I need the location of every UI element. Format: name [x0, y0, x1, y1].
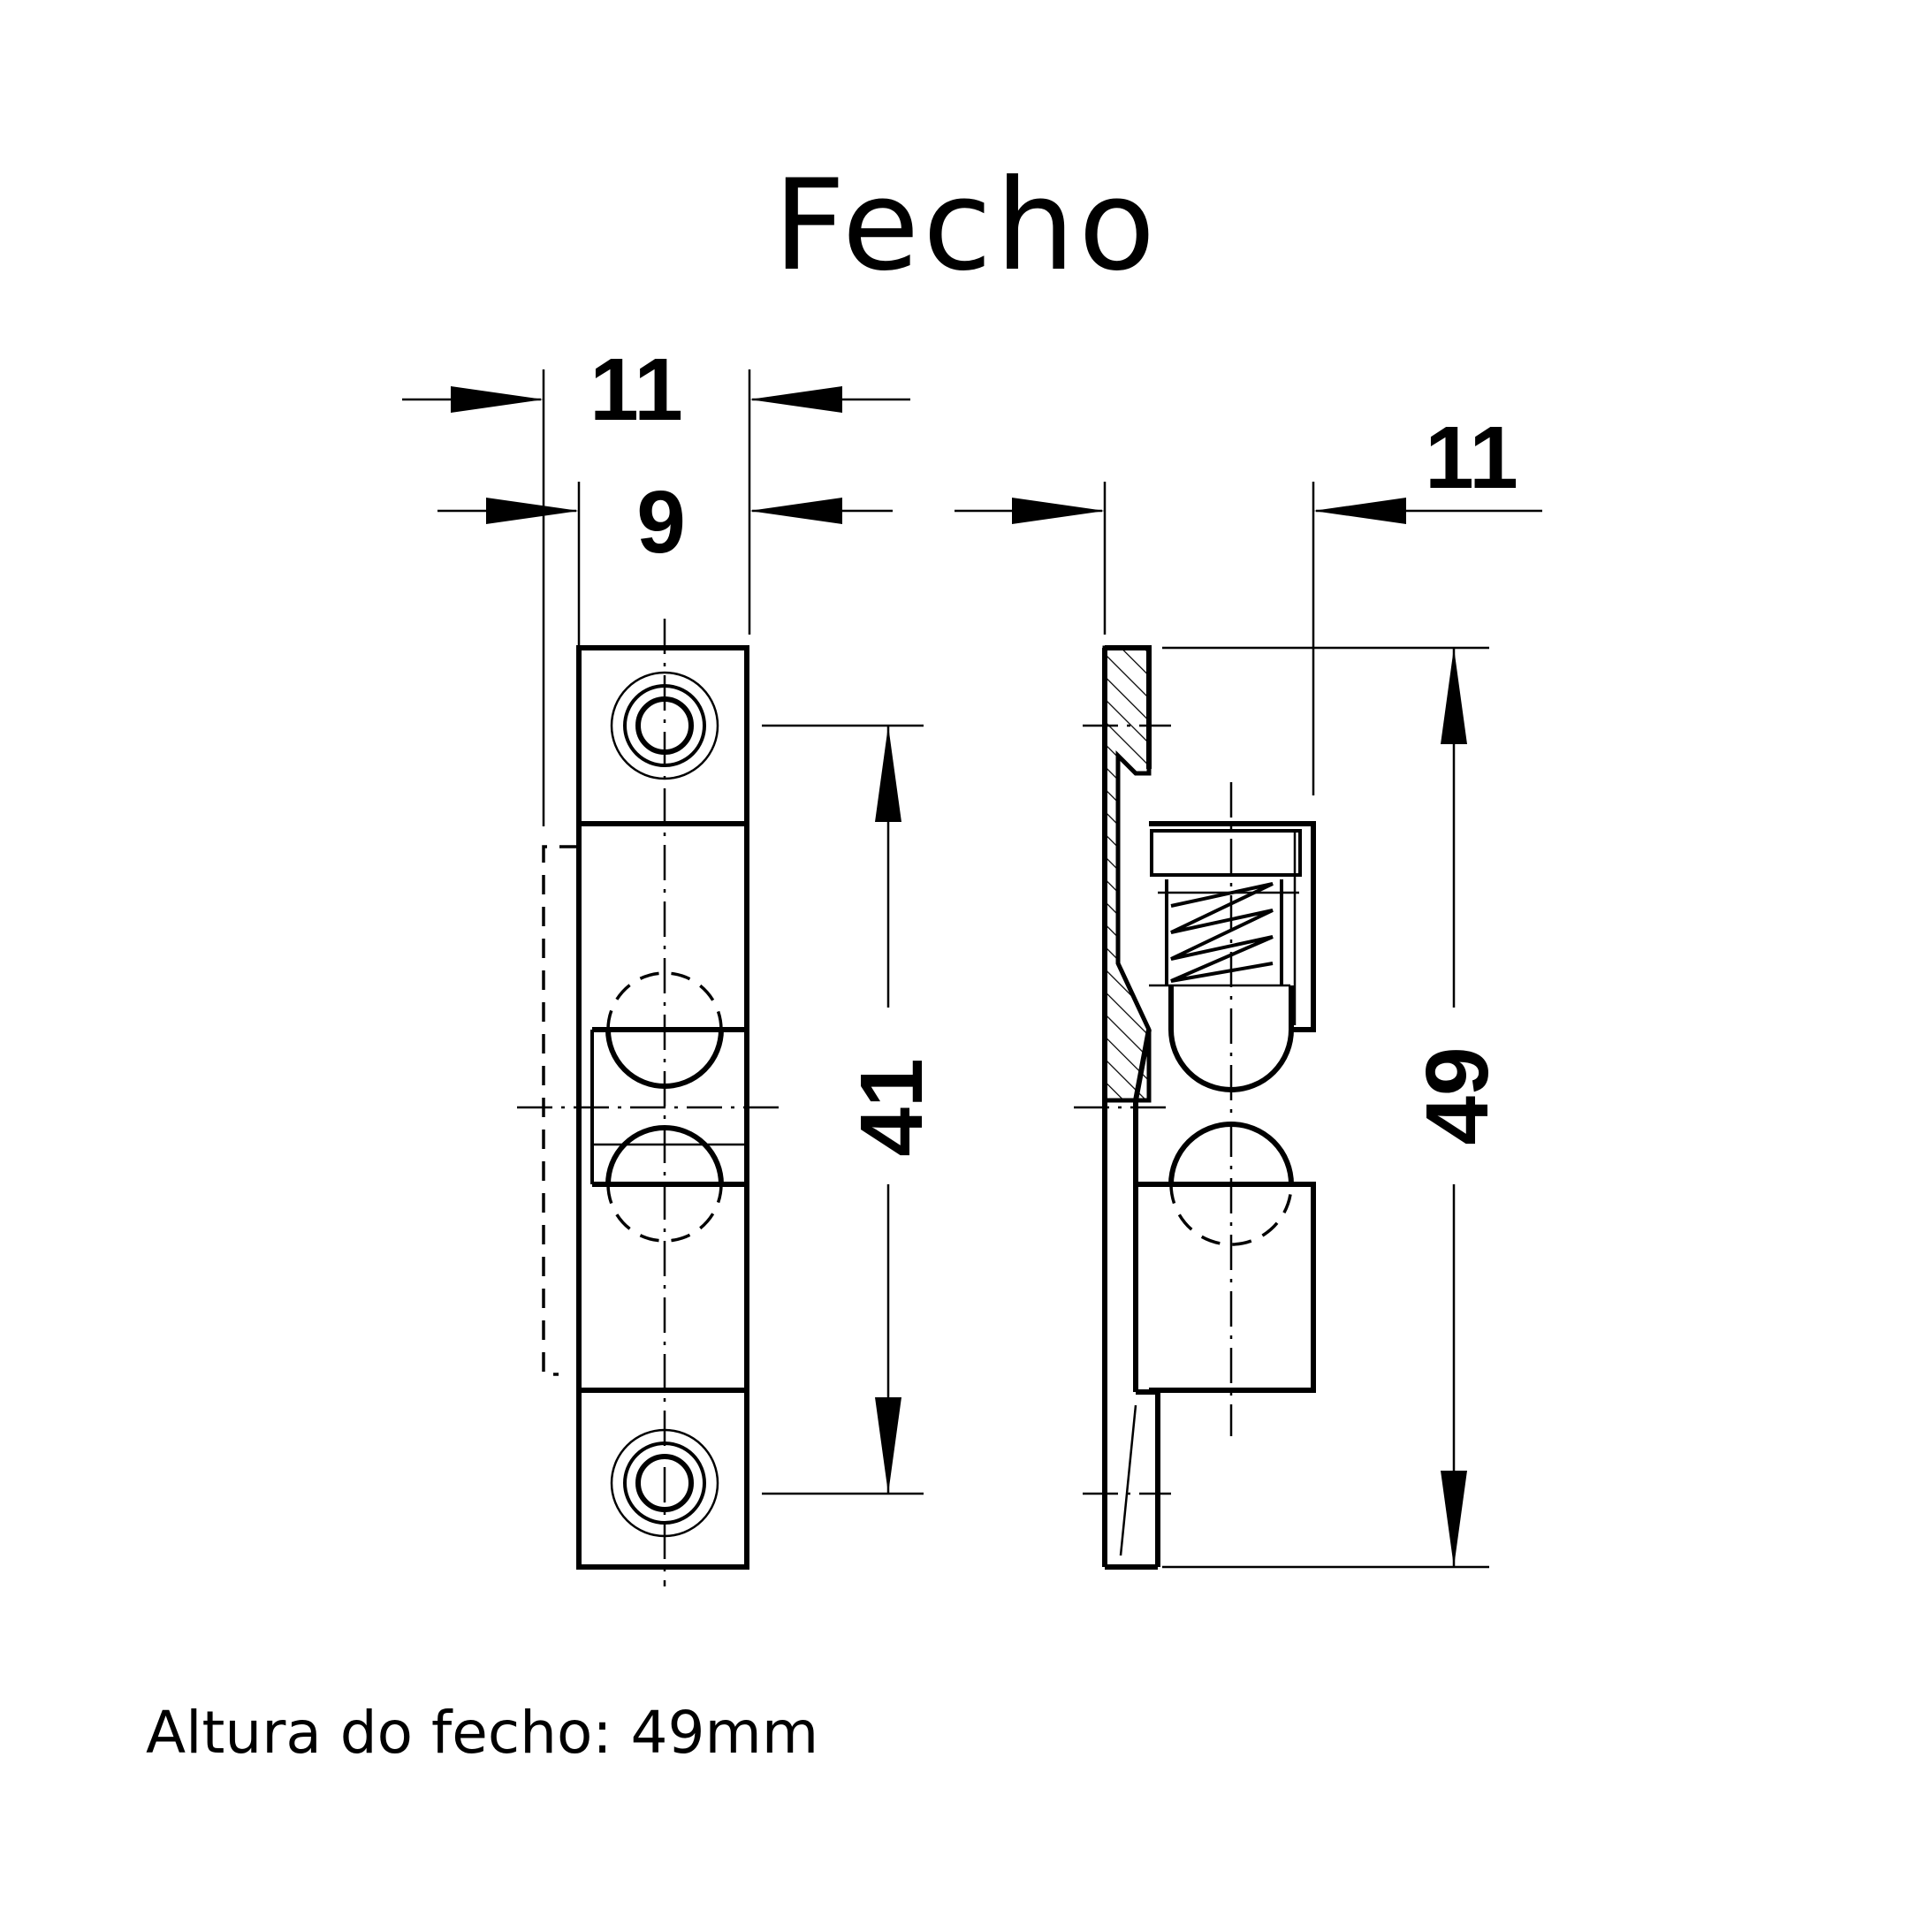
- dim-41-arrow-bottom: [875, 1397, 901, 1494]
- spring-cap: [1150, 829, 1302, 877]
- side-lower-ball-hidden: [1169, 1183, 1293, 1246]
- dim-49-arrow-bottom: [1441, 1471, 1467, 1567]
- dim-hole-spacing: 41: [842, 1058, 941, 1156]
- dim-11-arrow-left: [451, 386, 544, 413]
- dim-front-outer-width: 11: [589, 340, 683, 439]
- side-dimensions: 11 49: [955, 408, 1542, 1569]
- dim-9-arrow-right: [749, 498, 842, 524]
- front-dimensions: 11 9 41: [402, 340, 941, 1495]
- side-view: [1074, 645, 1316, 1570]
- dim-9-arrow-left: [486, 498, 579, 524]
- dim-49-arrow-top: [1441, 648, 1467, 744]
- dim-front-inner-width: 9: [636, 473, 686, 572]
- side-plate-section: [1102, 645, 1152, 1103]
- front-view: [517, 619, 787, 1586]
- dim-41-arrow-top: [875, 726, 901, 822]
- dim-side-depth: 11: [1425, 408, 1518, 507]
- dim-total-height: 49: [1408, 1046, 1507, 1145]
- side-housing-joint: [1133, 1029, 1152, 1101]
- spring-coil: [1170, 882, 1274, 983]
- front-hidden-profile: [542, 845, 579, 1376]
- dim-side-11-arrow-right: [1313, 498, 1406, 524]
- page-title: Fecho: [772, 153, 1160, 299]
- side-housing-lower: [1136, 1182, 1316, 1393]
- dim-11-arrow-right: [749, 386, 842, 413]
- dim-side-11-arrow-left: [1012, 498, 1105, 524]
- side-housing-upper: [1149, 821, 1316, 1032]
- side-plate-top: [1105, 645, 1152, 769]
- caption: Altura do fecho: 49mm: [146, 1699, 819, 1767]
- side-plate-lower-hatch-hint: [1119, 1404, 1137, 1556]
